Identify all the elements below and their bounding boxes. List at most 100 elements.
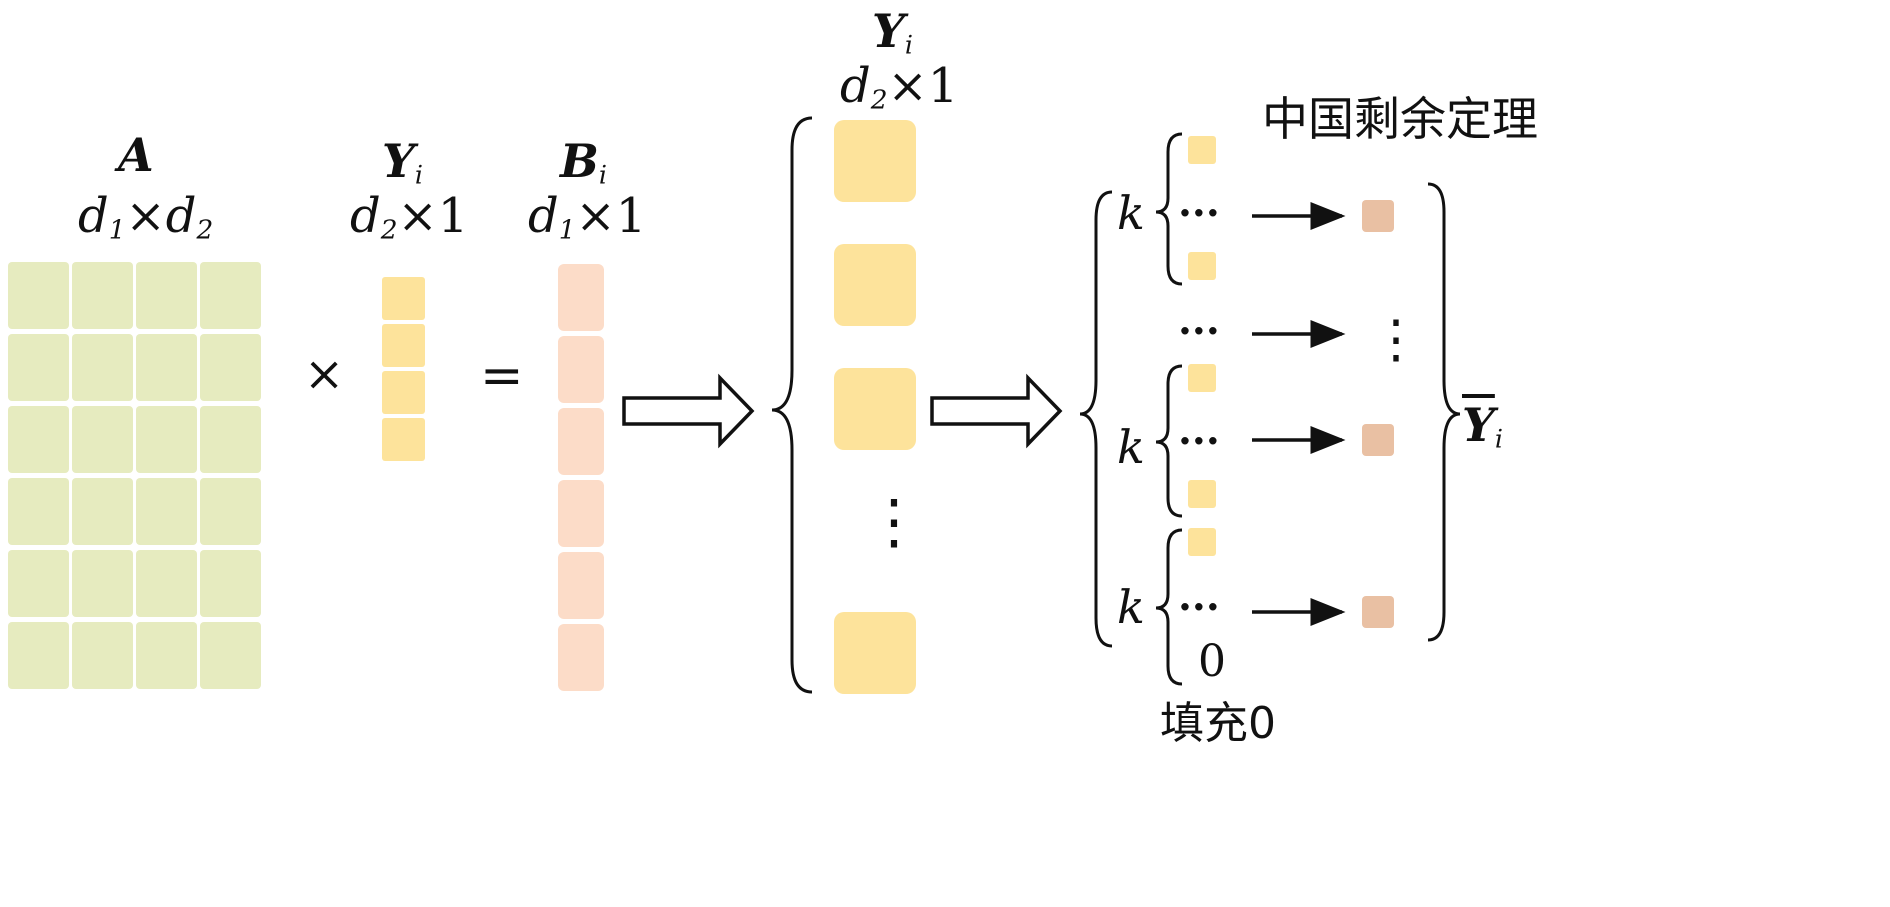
matrix-a-cell	[8, 622, 69, 689]
split-y-block	[834, 120, 916, 202]
matrix-a-cell	[8, 550, 69, 617]
transform-arrow-2	[930, 373, 1063, 449]
vector-b-letter: B	[560, 134, 599, 188]
matrix-a-dim: d1×d2	[78, 192, 213, 244]
matrix-a-cell	[72, 334, 133, 401]
vector-y-dim-sub: 2	[380, 214, 398, 246]
padding-note: 填充0	[1160, 698, 1276, 749]
split-y-blocks	[834, 120, 916, 694]
matrix-a-cell	[72, 478, 133, 545]
vector-b-cell	[558, 552, 604, 619]
crt-left-brace	[1079, 190, 1113, 648]
result-ybar-letter: Y	[1462, 398, 1495, 452]
matrix-a-cell	[200, 262, 261, 329]
group-3-k-label: k	[1117, 580, 1145, 634]
group-3-ellipsis: ···	[1178, 584, 1220, 631]
group-1-k-label: k	[1117, 186, 1145, 240]
result-ybar-sub: i	[1494, 424, 1503, 454]
matrix-a-cell	[200, 622, 261, 689]
crt-input-cell	[1188, 480, 1216, 508]
matrix-a-cell	[72, 406, 133, 473]
matrix-a-cell	[72, 550, 133, 617]
crt-groups	[1188, 136, 1394, 628]
matrix-a-cell	[136, 262, 197, 329]
matrix-a-dim-d2: d	[165, 188, 197, 244]
vector-y-dim: d2×1	[350, 192, 468, 244]
padding-zero: 0	[1198, 636, 1226, 687]
crt-input-cell	[1188, 136, 1216, 164]
equals-operator: =	[480, 346, 524, 406]
crt-input-cell	[1188, 252, 1216, 280]
vector-y-cells	[382, 277, 425, 461]
matrix-a-dim-times: ×	[125, 188, 166, 244]
vector-b-dim-sub: 1	[558, 214, 576, 246]
crt-title: 中国剩余定理	[1262, 92, 1538, 146]
matrix-a-cell	[136, 550, 197, 617]
matrix-a-cell	[200, 550, 261, 617]
split-y-name: Yi	[872, 8, 913, 58]
crt-result-cell	[1362, 200, 1394, 232]
crt-input-cell	[1188, 528, 1216, 556]
group-3-brace	[1155, 528, 1183, 686]
matrix-a-cell	[200, 406, 261, 473]
matrix-a-name: A	[118, 128, 154, 182]
split-left-brace	[771, 116, 813, 694]
split-y-block	[834, 368, 916, 450]
vector-b-name: Bi	[560, 138, 607, 188]
result-vertical-dots: ⋮	[1370, 310, 1422, 370]
matrix-a-cell	[136, 334, 197, 401]
group-2-brace	[1155, 364, 1183, 518]
matrix-a-cell	[8, 478, 69, 545]
split-vertical-dots: ⋮	[864, 487, 924, 557]
vector-y-cell	[382, 418, 425, 461]
split-y-dim-d: d	[840, 58, 871, 114]
crt-result-cell	[1362, 596, 1394, 628]
matrix-a-cell	[136, 478, 197, 545]
group-1-brace	[1155, 132, 1183, 286]
vector-b-cell	[558, 480, 604, 547]
split-y-block	[834, 612, 916, 694]
multiply-operator: ×	[304, 346, 345, 402]
split-y-sub: i	[904, 30, 913, 60]
split-y-letter: Y	[872, 4, 905, 58]
split-y-block	[834, 244, 916, 326]
matrix-a-cell	[8, 262, 69, 329]
matrix-a-cell	[136, 406, 197, 473]
ybar-right-brace	[1427, 182, 1461, 642]
vector-b-dim: d1×1	[528, 192, 646, 244]
vector-y-cell	[382, 324, 425, 367]
vector-y-dim-d: d	[350, 188, 381, 244]
middle-ellipsis: ···	[1178, 308, 1220, 355]
vector-b-dim-d: d	[528, 188, 559, 244]
matrix-a-dim-sub1: 1	[108, 214, 126, 246]
vector-b-cell	[558, 408, 604, 475]
split-y-dim-sub: 2	[870, 84, 888, 116]
matrix-a-cell	[200, 478, 261, 545]
vector-y-cell	[382, 277, 425, 320]
split-y-dim-rest: ×1	[887, 58, 959, 114]
group-2-ellipsis: ···	[1178, 418, 1220, 465]
vector-y-letter: Y	[382, 134, 415, 188]
vector-b-sub: i	[598, 160, 607, 190]
vector-b-cell	[558, 264, 604, 331]
vector-b-cell	[558, 624, 604, 691]
vector-b-cell	[558, 336, 604, 403]
matrix-a-cell	[8, 334, 69, 401]
matrix-a-cell	[8, 406, 69, 473]
split-y-dim: d2×1	[840, 62, 958, 114]
matrix-a-cell	[200, 334, 261, 401]
vector-b-cells	[558, 264, 604, 691]
vector-b-dim-rest: ×1	[575, 188, 647, 244]
matrix-a-dim-d1: d	[78, 188, 109, 244]
crt-result-cell	[1362, 424, 1394, 456]
vector-y-cell	[382, 371, 425, 414]
matrix-a-cell	[72, 262, 133, 329]
vector-y-name: Yi	[382, 138, 423, 188]
vector-y-dim-rest: ×1	[397, 188, 469, 244]
transform-arrow-1	[622, 373, 755, 449]
vector-y-sub: i	[414, 160, 423, 190]
group-1-ellipsis: ···	[1178, 190, 1220, 237]
matrix-a-dim-sub2: 2	[196, 214, 214, 246]
